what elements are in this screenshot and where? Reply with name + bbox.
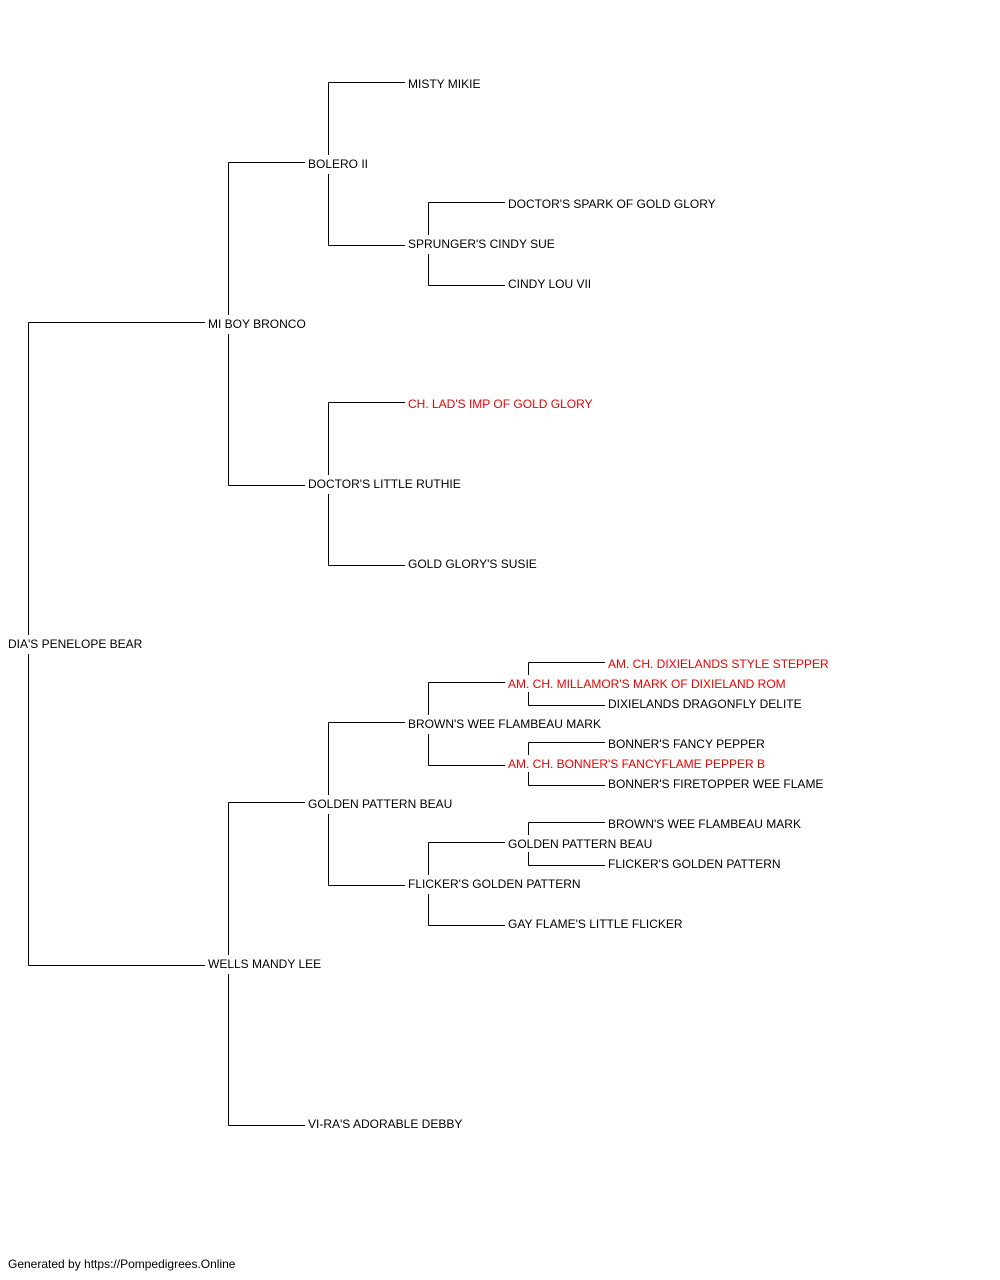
footer-credit: Generated by https://Pompedigrees.Online [8, 1257, 236, 1271]
dog-dam-sire-sire-sire-dam: DIXIELANDS DRAGONFLY DELITE [608, 697, 802, 711]
dog-dam-sire-sire-dam-sire: BONNER'S FANCY PEPPER [608, 737, 765, 751]
dog-dam-sire-sire-dam: AM. CH. BONNER'S FANCYFLAME PEPPER B [508, 757, 766, 771]
dog-dam-sire-dam-sire: GOLDEN PATTERN BEAU [508, 837, 653, 851]
dog-dam-sire-dam-sire-dam: FLICKER'S GOLDEN PATTERN [608, 857, 781, 871]
dog-dam-dam: VI-RA'S ADORABLE DEBBY [308, 1117, 463, 1131]
dog-dam: WELLS MANDY LEE [208, 957, 322, 971]
dog-sire-sire-dam-sire: DOCTOR'S SPARK OF GOLD GLORY [508, 197, 716, 211]
dog-sire-sire-dam-dam: CINDY LOU VII [508, 277, 592, 291]
dog-dam-sire-dam: FLICKER'S GOLDEN PATTERN [408, 877, 581, 891]
dog-dam-sire-sire-sire-sire: AM. CH. DIXIELANDS STYLE STEPPER [608, 657, 829, 671]
dog-sire: MI BOY BRONCO [208, 317, 306, 331]
dog-sire-sire: BOLERO II [308, 157, 369, 171]
dog-dam-sire: GOLDEN PATTERN BEAU [308, 797, 453, 811]
dog-sire-dam: DOCTOR'S LITTLE RUTHIE [308, 477, 461, 491]
dog-dam-sire-dam-dam: GAY FLAME'S LITTLE FLICKER [508, 917, 683, 931]
dog-dam-sire-sire: BROWN'S WEE FLAMBEAU MARK [408, 717, 601, 731]
dog-sire-dam-dam: GOLD GLORY'S SUSIE [408, 557, 537, 571]
dog-sire-dam-sire: CH. LAD'S IMP OF GOLD GLORY [408, 397, 593, 411]
dog-dam-sire-sire-dam-dam: BONNER'S FIRETOPPER WEE FLAME [608, 777, 824, 791]
dog-dam-sire-sire-sire: AM. CH. MILLAMOR'S MARK OF DIXIELAND ROM [508, 677, 786, 691]
dog-sire-sire-sire: MISTY MIKIE [408, 77, 481, 91]
dog-sire-sire-dam: SPRUNGER'S CINDY SUE [408, 237, 555, 251]
dog-dam-sire-dam-sire-sire: BROWN'S WEE FLAMBEAU MARK [608, 817, 801, 831]
dog-root: DIA'S PENELOPE BEAR [8, 637, 143, 651]
